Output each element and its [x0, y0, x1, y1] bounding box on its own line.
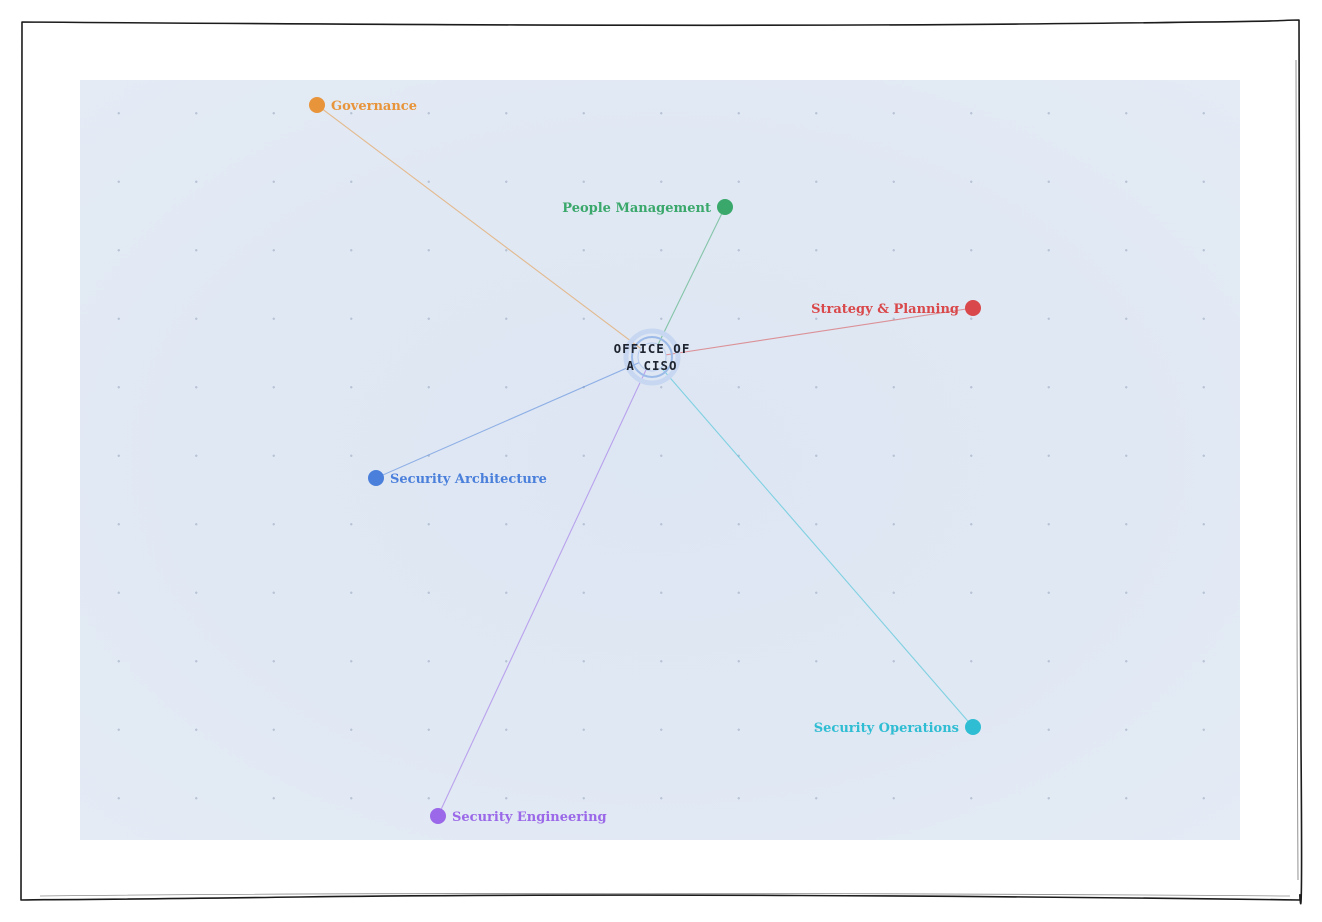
- node-label-security-operations: Security Operations: [814, 721, 959, 736]
- node-label-strategy-planning: Strategy & Planning: [811, 302, 959, 317]
- node-label-governance: Governance: [331, 99, 417, 114]
- node-security-engineering[interactable]: Security Engineering: [430, 808, 607, 825]
- edge-strategy-planning: [651, 307, 974, 358]
- edge-governance: [316, 104, 653, 358]
- node-dot-strategy-planning[interactable]: [965, 300, 981, 316]
- node-security-operations[interactable]: Security Operations: [814, 719, 981, 736]
- dot-grid-background: [80, 80, 1240, 840]
- node-label-people-management: People Management: [562, 201, 711, 216]
- node-dot-security-architecture[interactable]: [368, 470, 384, 486]
- center-label-line-2: A CISO: [626, 358, 677, 373]
- node-security-architecture[interactable]: Security Architecture: [368, 470, 547, 487]
- node-governance[interactable]: Governance: [309, 97, 417, 114]
- center-node[interactable]: OFFICE OF A CISO: [614, 328, 691, 386]
- node-dot-security-operations[interactable]: [965, 719, 981, 735]
- center-core: [637, 342, 667, 372]
- node-people-management[interactable]: People Management: [562, 199, 733, 216]
- edges-layer: [316, 104, 974, 817]
- edge-security-engineering: [437, 356, 653, 817]
- center-outer-ring: [623, 328, 681, 386]
- edge-security-architecture: [375, 356, 653, 479]
- node-dot-governance[interactable]: [309, 97, 325, 113]
- node-label-security-engineering: Security Engineering: [452, 810, 607, 825]
- node-dot-security-engineering[interactable]: [430, 808, 446, 824]
- edge-security-operations: [651, 356, 974, 728]
- node-dot-people-management[interactable]: [717, 199, 733, 215]
- node-strategy-planning[interactable]: Strategy & Planning: [811, 300, 981, 317]
- node-label-security-architecture: Security Architecture: [390, 472, 547, 487]
- center-inner-ring: [631, 336, 673, 378]
- center-label-line-1: OFFICE OF: [614, 341, 691, 356]
